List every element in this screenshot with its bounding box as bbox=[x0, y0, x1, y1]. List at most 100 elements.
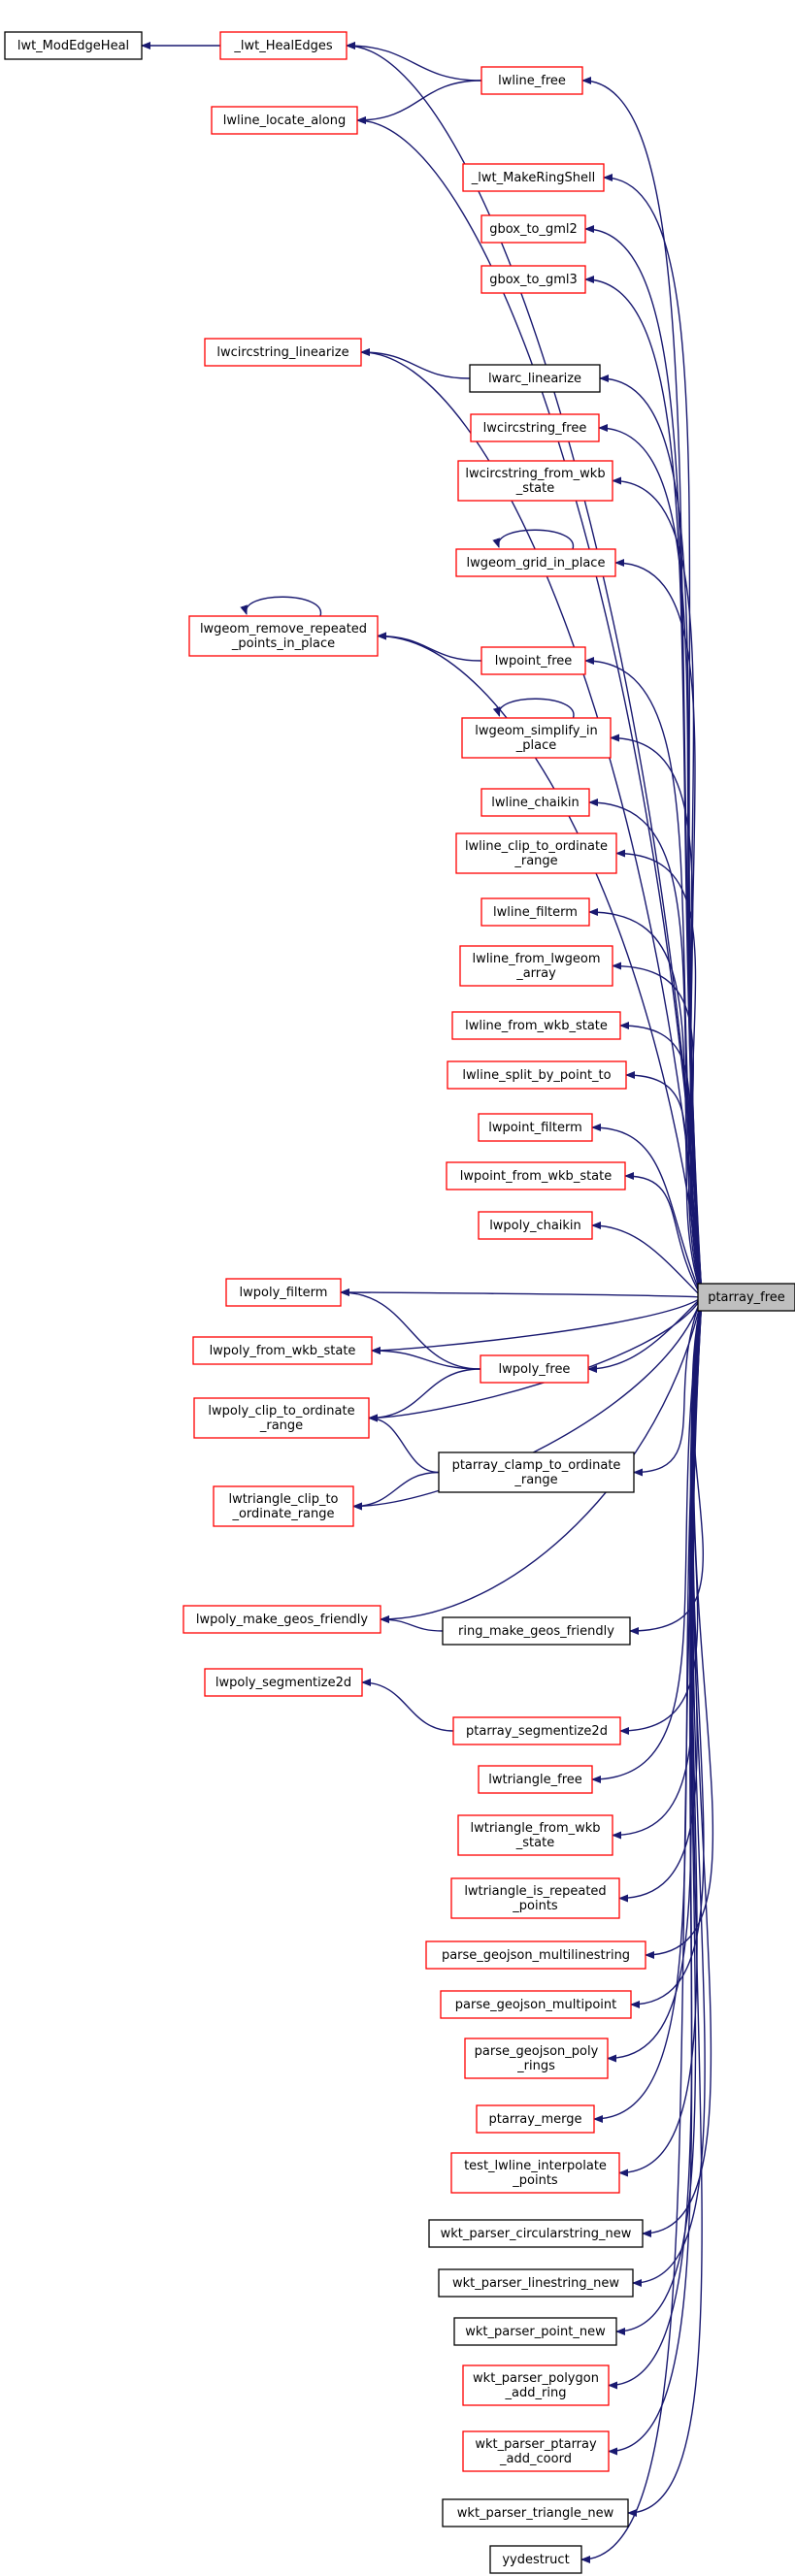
node-lwpoly-segmentize2d[interactable]: lwpoly_segmentize2d bbox=[204, 1668, 363, 1697]
node-label: lwline_chaikin bbox=[491, 796, 580, 810]
node-box bbox=[489, 2545, 582, 2574]
node-lwtriangle-is-repeated-points[interactable]: lwtriangle_is_repeated_points bbox=[450, 1877, 620, 1919]
node-lwt-healedges[interactable]: _lwt_HealEdges bbox=[219, 31, 348, 60]
edge-ptarray-free-to-gbox-to-gml3 bbox=[584, 276, 703, 1298]
node-box bbox=[211, 106, 358, 135]
node-box bbox=[464, 2038, 609, 2079]
node-lwpoint-filterm[interactable]: lwpoint_filterm bbox=[478, 1113, 593, 1142]
node-box bbox=[480, 788, 590, 817]
node-box bbox=[469, 364, 601, 393]
node-lwcircstring-free[interactable]: lwcircstring_free bbox=[470, 413, 600, 442]
node-lwtriangle-from-wkb-state[interactable]: lwtriangle_from_wkb_state bbox=[457, 1814, 613, 1856]
node-label: lwcircstring_linearize bbox=[216, 345, 348, 360]
edge-ptarray-free-to-lwline-from-wkb-state bbox=[619, 1022, 703, 1298]
node-box bbox=[455, 832, 617, 874]
node-lwline-locate-along[interactable]: lwline_locate_along bbox=[211, 106, 358, 135]
node-box bbox=[440, 1990, 632, 2019]
node-wkt-parser-ptarray-add-coord[interactable]: wkt_parser_ptarray_add_coord bbox=[462, 2430, 610, 2472]
node-lwline-from-wkb-state[interactable]: lwline_from_wkb_state bbox=[451, 1011, 621, 1040]
node-label: wkt_parser_point_new bbox=[465, 2325, 606, 2339]
node-wkt-parser-linestring-new[interactable]: wkt_parser_linestring_new bbox=[438, 2268, 634, 2298]
node-lwcircstring-linearize[interactable]: lwcircstring_linearize bbox=[204, 338, 362, 367]
node-lwpoly-chaikin[interactable]: lwpoly_chaikin bbox=[478, 1211, 593, 1240]
node-label: _array bbox=[515, 966, 556, 981]
node-wkt-parser-polygon-add-ring[interactable]: wkt_parser_polygon_add_ring bbox=[462, 2364, 610, 2406]
edge-lwpoly-free-to-lwpoly-filterm bbox=[340, 1288, 481, 1370]
node-gbox-to-gml3[interactable]: gbox_to_gml3 bbox=[480, 265, 586, 294]
node-box bbox=[480, 1354, 589, 1384]
node-lwpoly-clip-to-ordinate-range[interactable]: lwpoly_clip_to_ordinate_range bbox=[193, 1397, 370, 1439]
node-lwpoint-free[interactable]: lwpoint_free bbox=[480, 646, 586, 675]
node-test-lwline-interpolate-points[interactable]: test_lwline_interpolate_points bbox=[450, 2152, 620, 2194]
edge-ptarray-free-to-lwline-from-lwgeom-array bbox=[612, 962, 703, 1298]
node-label: parse_geojson_poly bbox=[475, 2044, 599, 2059]
node-ptarray-free[interactable]: ptarray_free bbox=[697, 1283, 795, 1312]
node-label: _add_coord bbox=[499, 2452, 572, 2466]
node-yydestruct[interactable]: yydestruct bbox=[489, 2545, 582, 2574]
edge-ptarray-free-to-lwtriangle-free bbox=[591, 1296, 703, 1783]
node-label: lwcircstring_free bbox=[483, 421, 587, 436]
node-lwtriangle-clip-to-ordinate-range[interactable]: lwtriangle_clip_to_ordinate_range bbox=[213, 1485, 354, 1527]
node-lwpoly-free[interactable]: lwpoly_free bbox=[480, 1354, 589, 1384]
node-box bbox=[213, 1485, 354, 1527]
node-label: _range bbox=[513, 854, 557, 868]
node-ring-make-geos-friendly[interactable]: ring_make_geos_friendly bbox=[442, 1616, 631, 1646]
node-wkt-parser-point-new[interactable]: wkt_parser_point_new bbox=[453, 2317, 617, 2346]
node-box bbox=[480, 646, 586, 675]
node-label: wkt_parser_linestring_new bbox=[452, 2276, 619, 2291]
node-box bbox=[447, 1060, 627, 1090]
node-ptarray-clamp-to-ordinate-range[interactable]: ptarray_clamp_to_ordinate_range bbox=[438, 1451, 635, 1493]
node-label: lwline_split_by_point_to bbox=[462, 1068, 611, 1083]
node-box bbox=[193, 1397, 370, 1439]
edge-lwgeom-remove-repeated-points-in-place-to-lwgeom-remove-repeated-points-in-place bbox=[240, 596, 321, 617]
node-lwgeom-remove-repeated-points-in-place[interactable]: lwgeom_remove_repeated_points_in_place bbox=[188, 615, 379, 657]
node-lwpoly-make-geos-friendly[interactable]: lwpoly_make_geos_friendly bbox=[182, 1605, 381, 1634]
node-parse-geojson-multilinestring[interactable]: parse_geojson_multilinestring bbox=[425, 1940, 646, 1970]
node-lwline-filterm[interactable]: lwline_filterm bbox=[480, 897, 590, 927]
node-lwgeom-grid-in-place[interactable]: lwgeom_grid_in_place bbox=[455, 548, 616, 577]
node-box bbox=[478, 1113, 593, 1142]
node-label: _points bbox=[512, 1899, 558, 1913]
node-label: lwpoly_from_wkb_state bbox=[210, 1344, 356, 1358]
node-lwline-from-lwgeom-array[interactable]: lwline_from_lwgeom_array bbox=[459, 945, 613, 987]
node-lwpoint-from-wkb-state[interactable]: lwpoint_from_wkb_state bbox=[446, 1161, 626, 1190]
edge-ptarray-free-to-lwline-split-by-point-to bbox=[625, 1071, 703, 1298]
edge-ptarray-clamp-to-ordinate-range-to-lwtriangle-clip-to-ordinate-range bbox=[352, 1471, 440, 1511]
node-gbox-to-gml2[interactable]: gbox_to_gml2 bbox=[480, 214, 586, 244]
node-label: parse_geojson_multilinestring bbox=[442, 1948, 630, 1963]
node-label: lwline_from_lwgeom bbox=[472, 952, 600, 966]
node-lwpoly-filterm[interactable]: lwpoly_filterm bbox=[225, 1278, 342, 1307]
node-parse-geojson-multipoint[interactable]: parse_geojson_multipoint bbox=[440, 1990, 632, 2019]
node-lwline-free[interactable]: lwline_free bbox=[480, 66, 583, 95]
node-lwline-split-by-point-to[interactable]: lwline_split_by_point_to bbox=[447, 1060, 627, 1090]
node-ptarray-merge[interactable]: ptarray_merge bbox=[476, 2104, 595, 2134]
node-label: _points_in_place bbox=[231, 636, 335, 651]
node-lwcircstring-from-wkb-state[interactable]: lwcircstring_from_wkb_state bbox=[457, 460, 613, 502]
node-ptarray-segmentize2d[interactable]: ptarray_segmentize2d bbox=[452, 1716, 621, 1745]
node-wkt-parser-circularstring-new[interactable]: wkt_parser_circularstring_new bbox=[428, 2219, 644, 2248]
node-lwpoly-from-wkb-state[interactable]: lwpoly_from_wkb_state bbox=[192, 1336, 373, 1365]
node-box bbox=[478, 1765, 593, 1794]
node-box bbox=[457, 460, 613, 502]
node-lwgeom-simplify-in-place[interactable]: lwgeom_simplify_in_place bbox=[461, 717, 612, 759]
edge-ptarray-free-to-lwpoly-filterm bbox=[340, 1288, 703, 1298]
node-lwt-modedgeheal[interactable]: lwt_ModEdgeHeal bbox=[4, 31, 143, 60]
node-lwt-makeringshell[interactable]: _lwt_MakeRingShell bbox=[462, 163, 605, 192]
edge-ptarray-free-to-lwline-clip-to-ordinate-range bbox=[615, 849, 703, 1298]
node-box bbox=[462, 2430, 610, 2472]
node-label: gbox_to_gml3 bbox=[489, 273, 578, 287]
node-lwtriangle-free[interactable]: lwtriangle_free bbox=[478, 1765, 593, 1794]
node-label: _ordinate_range bbox=[231, 1507, 334, 1521]
node-lwline-chaikin[interactable]: lwline_chaikin bbox=[480, 788, 590, 817]
node-box bbox=[480, 214, 586, 244]
edge-lwpoly-free-to-lwpoly-from-wkb-state bbox=[371, 1347, 481, 1370]
node-label: lwline_filterm bbox=[493, 905, 578, 920]
node-lwline-clip-to-ordinate-range[interactable]: lwline_clip_to_ordinate_range bbox=[455, 832, 617, 874]
node-box bbox=[480, 66, 583, 95]
node-label: _points bbox=[512, 2173, 558, 2188]
node-lwarc-linearize[interactable]: lwarc_linearize bbox=[469, 364, 601, 393]
node-wkt-parser-triangle-new[interactable]: wkt_parser_triangle_new bbox=[442, 2498, 629, 2527]
node-box bbox=[438, 1451, 635, 1493]
node-parse-geojson-poly-rings[interactable]: parse_geojson_poly_rings bbox=[464, 2038, 609, 2079]
